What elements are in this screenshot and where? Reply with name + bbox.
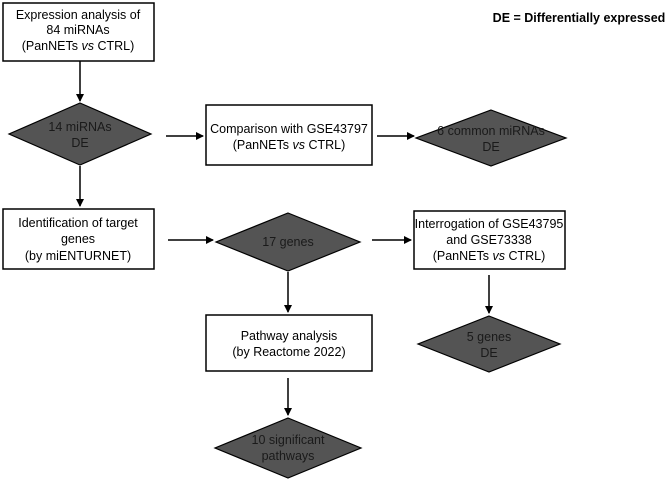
common-mirnas-line2: DE: [482, 140, 499, 154]
target-genes-line2: genes: [61, 232, 95, 246]
pathway-line2: (by Reactome 2022): [232, 345, 345, 359]
node-mirnas-de: 14 miRNAs DE: [7, 102, 153, 166]
target-genes-line1: Identification of target: [18, 216, 138, 230]
pathways-10-line2: pathways: [262, 449, 315, 463]
legend-de: DE = Differentially expressed: [493, 11, 666, 25]
target-genes-line3: (by miENTURNET): [25, 249, 131, 263]
genes-5-line1: 5 genes: [467, 330, 511, 344]
pathways-10-line1: 10 significant: [252, 433, 325, 447]
node-interrogation: Interrogation of GSE43795 and GSE73338 (…: [413, 210, 566, 270]
node-common-mirnas: 6 common miRNAs DE: [414, 109, 568, 167]
mirnas-de-line1: 14 miRNAs: [48, 120, 111, 134]
node-genes-5: 5 genes DE: [416, 315, 562, 373]
common-mirnas-line1: 6 common miRNAs: [437, 124, 545, 138]
node-expression-analysis: Expression analysis of 84 miRNAs (PanNET…: [2, 2, 155, 62]
node-pathway-analysis: Pathway analysis (by Reactome 2022): [205, 314, 373, 372]
genes-5-line2: DE: [480, 346, 497, 360]
expression-analysis-line3: (PanNETs vs CTRL): [22, 39, 135, 53]
pathway-line1: Pathway analysis: [241, 329, 338, 343]
expression-analysis-line2: 84 miRNAs: [46, 23, 109, 37]
genes-17-label: 17 genes: [262, 235, 313, 249]
mirnas-de-line2: DE: [71, 136, 88, 150]
interrogation-line2: and GSE73338: [446, 233, 532, 247]
comparison-line1: Comparison with GSE43797: [210, 122, 368, 136]
node-genes-17: 17 genes: [214, 212, 362, 272]
interrogation-line3: (PanNETs vs CTRL): [433, 249, 546, 263]
node-target-genes: Identification of target genes (by miENT…: [2, 208, 155, 270]
interrogation-line1: Interrogation of GSE43795: [415, 217, 564, 231]
expression-analysis-line1: Expression analysis of: [16, 8, 141, 22]
comparison-line2: (PanNETs vs CTRL): [233, 138, 346, 152]
node-pathways-10: 10 significant pathways: [213, 417, 363, 479]
node-comparison: Comparison with GSE43797 (PanNETs vs CTR…: [205, 104, 373, 166]
